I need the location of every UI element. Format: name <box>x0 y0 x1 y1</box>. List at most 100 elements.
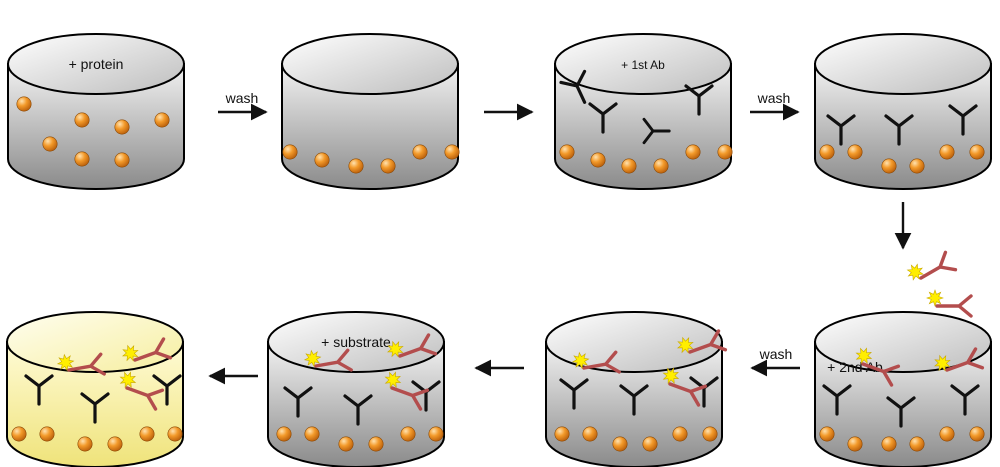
protein-bead <box>139 426 155 442</box>
primary-antibody <box>619 384 649 416</box>
secondary-antibody <box>571 350 621 374</box>
protein-bead <box>612 436 628 452</box>
enzyme-star-icon <box>119 371 137 389</box>
protein-bead <box>74 151 90 167</box>
enzyme-star-icon <box>303 349 322 368</box>
protein-bead <box>819 144 835 160</box>
enzyme-star-icon <box>122 344 139 362</box>
well-opening <box>554 33 732 95</box>
protein-bead <box>881 436 897 452</box>
protein-bead <box>428 426 444 442</box>
well-opening <box>545 311 723 373</box>
well-7: + substrate <box>267 311 445 467</box>
secondary-antibody <box>677 329 728 354</box>
primary-antibody <box>884 114 914 146</box>
protein-bead <box>154 112 170 128</box>
well-opening <box>814 33 992 95</box>
protein-bead <box>819 426 835 442</box>
protein-bead <box>590 152 606 168</box>
well-body <box>7 63 185 190</box>
protein-bead <box>338 436 354 452</box>
secondary-antibody <box>855 347 901 387</box>
protein-bead <box>77 436 93 452</box>
protein-bead <box>348 158 364 174</box>
primary-antibody <box>24 374 54 406</box>
well-opening <box>281 33 459 95</box>
protein-bead <box>412 144 428 160</box>
well-2 <box>281 33 460 190</box>
protein-bead <box>969 144 985 160</box>
protein-bead <box>400 426 416 442</box>
protein-bead <box>909 436 925 452</box>
primary-antibody <box>559 69 587 104</box>
well-label: + substrate <box>321 334 391 350</box>
primary-antibody <box>152 374 182 406</box>
protein-bead <box>16 96 32 112</box>
protein-bead <box>167 426 183 442</box>
enzyme-star-icon <box>677 336 694 354</box>
primary-antibody <box>80 392 110 424</box>
primary-antibody <box>948 104 978 136</box>
enzyme-star-icon <box>56 353 75 372</box>
well-8 <box>6 311 184 467</box>
protein-bead <box>621 158 637 174</box>
primary-antibody <box>343 394 373 426</box>
enzyme-star-icon <box>662 367 680 385</box>
protein-bead <box>314 152 330 168</box>
primary-antibody <box>642 117 671 145</box>
enzyme-star-icon <box>571 351 590 370</box>
primary-antibody <box>822 384 852 416</box>
protein-bead <box>685 144 701 160</box>
protein-bead <box>114 152 130 168</box>
well-1: + protein <box>7 33 185 190</box>
enzyme-star-icon <box>926 289 944 307</box>
protein-bead <box>39 426 55 442</box>
protein-bead <box>969 426 985 442</box>
protein-bead <box>11 426 27 442</box>
protein-bead <box>939 144 955 160</box>
primary-antibody <box>826 114 856 146</box>
well-opening <box>7 33 185 95</box>
secondary-antibody <box>662 367 708 407</box>
well-5: + 2nd Ab <box>814 250 992 467</box>
protein-bead <box>909 158 925 174</box>
protein-bead <box>881 158 897 174</box>
protein-bead <box>107 436 123 452</box>
protein-bead <box>42 136 58 152</box>
enzyme-star-icon <box>855 347 873 365</box>
step-arrow-1: wash <box>218 90 268 121</box>
protein-bead <box>276 426 292 442</box>
primary-antibody <box>684 84 714 116</box>
step-label: wash <box>225 90 259 106</box>
secondary-antibody <box>926 289 973 318</box>
protein-bead <box>847 436 863 452</box>
enzyme-star-icon <box>384 371 402 389</box>
step-label: wash <box>757 90 791 106</box>
protein-bead <box>114 119 130 135</box>
step-arrow-3: wash <box>750 90 800 121</box>
secondary-antibody <box>384 371 430 411</box>
protein-bead <box>847 144 863 160</box>
well-label: + 1st Ab <box>621 58 665 72</box>
secondary-antibody <box>303 348 353 372</box>
well-6 <box>545 311 728 467</box>
protein-bead <box>672 426 688 442</box>
protein-bead <box>444 144 460 160</box>
protein-bead <box>653 158 669 174</box>
secondary-antibody <box>56 352 106 376</box>
secondary-antibody <box>906 250 958 281</box>
protein-bead <box>939 426 955 442</box>
primary-antibody <box>588 102 618 134</box>
protein-bead <box>554 426 570 442</box>
step-arrow-5: wash <box>750 346 800 377</box>
well-3: + 1st Ab <box>554 33 733 190</box>
enzyme-star-icon <box>906 263 924 281</box>
enzyme-star-icon <box>934 354 951 372</box>
enzyme-star-icon <box>387 340 404 358</box>
protein-bead <box>74 112 90 128</box>
primary-antibody <box>950 384 980 416</box>
primary-antibody <box>283 386 313 418</box>
protein-bead <box>717 144 733 160</box>
